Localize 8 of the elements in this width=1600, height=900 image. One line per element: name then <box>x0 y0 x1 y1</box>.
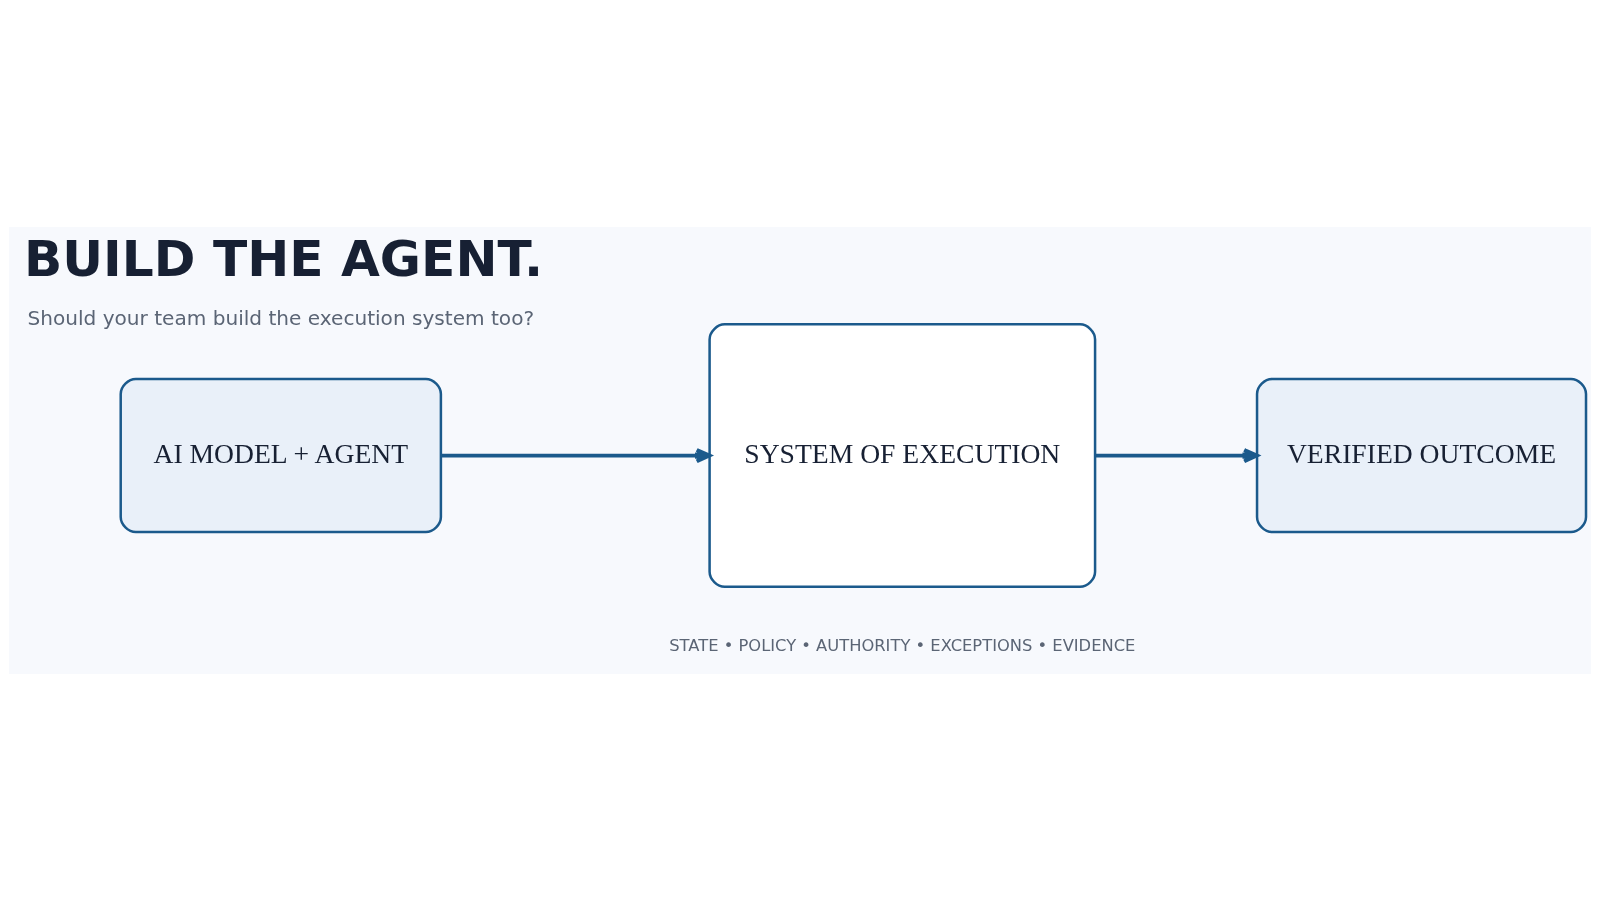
diagram-title: BUILD THE AGENT. <box>24 228 544 288</box>
label: Should your team build the execution system too? <box>27 305 535 330</box>
node-box: AI MODEL + AGENT <box>119 377 443 533</box>
label: STATE • POLICY • AUTHORITY • EXCEPTIONS • EVIDENCE <box>669 635 1136 655</box>
node-box: VERIFIED OUTCOME <box>1255 377 1588 533</box>
arrow <box>1095 447 1259 463</box>
arrow <box>441 447 712 463</box>
node-box: SYSTEM OF EXECUTION <box>708 322 1097 588</box>
